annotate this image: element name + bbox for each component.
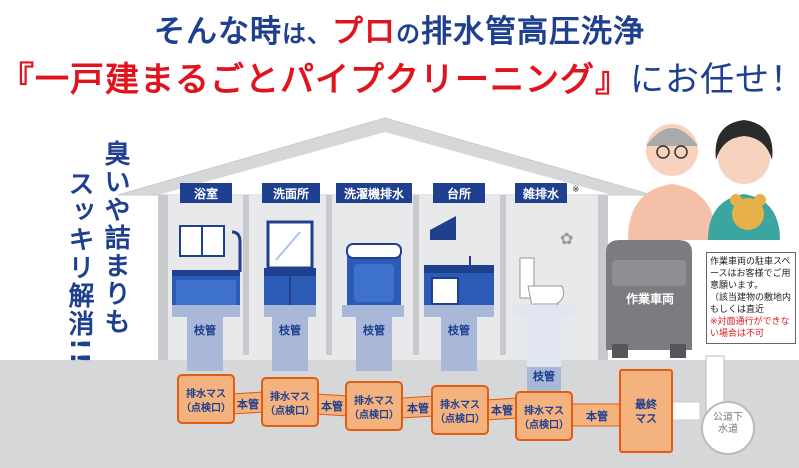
public-sewer bbox=[701, 355, 755, 455]
side-slogan-col2: スッキリ解消!! bbox=[64, 170, 94, 366]
headline-text: プロ bbox=[332, 14, 396, 50]
final-basin-label-box: 最終マス bbox=[635, 398, 657, 425]
headline-line2: 『一戸建まるごとパイプクリーニング』にお任せ！ bbox=[0, 52, 799, 101]
basin-label: 排水マス bbox=[270, 390, 310, 403]
headline-text: 排水管高圧洗浄 bbox=[421, 14, 645, 50]
basin-sub: （点検口） bbox=[181, 401, 231, 414]
flower-icon: ✿ bbox=[560, 229, 573, 248]
note-line2: （該当建物の敷地内もしくは直近 bbox=[710, 293, 792, 315]
bathtub-icon bbox=[172, 225, 242, 310]
kitchen-sink-icon bbox=[424, 216, 494, 310]
basin-labels: 排水マス （点検口） 排水マス （点検口） 排水マス （点検口） 排水マス （点… bbox=[181, 387, 569, 431]
main-pipe-label: 本管 bbox=[586, 409, 608, 423]
branch-pipe-label: 枝管 bbox=[362, 323, 385, 337]
basin-sub: （点検口） bbox=[349, 408, 399, 421]
basin-label: 排水マス bbox=[186, 387, 226, 400]
branch-pipe-label: 枝管 bbox=[278, 323, 301, 337]
public-sewer-label: 公道下水道 bbox=[713, 412, 743, 435]
branch-pipes bbox=[172, 305, 576, 391]
truck-icon bbox=[606, 240, 692, 358]
truck-label: 作業車両 bbox=[626, 291, 674, 306]
branch-pipe-label: 枝管 bbox=[193, 323, 216, 337]
headline-text: にお任せ！ bbox=[630, 60, 799, 100]
basin-label: 排水マス bbox=[440, 398, 480, 411]
room-label-kitchen bbox=[433, 183, 485, 203]
headline-text: は、 bbox=[282, 20, 332, 48]
basin-sub: （点検口） bbox=[519, 418, 569, 431]
room-label-bath bbox=[180, 183, 232, 203]
drain-basins bbox=[177, 369, 673, 453]
note-warning: ※対面通行ができない場合は不可 bbox=[710, 317, 790, 339]
main-pipe bbox=[231, 391, 701, 427]
room-label-text: 洗濯機排水 bbox=[344, 186, 405, 201]
room-label-text: 洗面所 bbox=[273, 186, 309, 201]
main-pipe-label: 本管 bbox=[491, 403, 513, 417]
final-basin-label: 最終マス bbox=[635, 398, 657, 425]
headline-text: そんな時 bbox=[154, 14, 282, 50]
main-pipe-label: 本管 bbox=[407, 401, 429, 415]
room-labels bbox=[180, 183, 567, 203]
couple-illustration bbox=[628, 120, 780, 240]
room-label-misc bbox=[515, 183, 567, 203]
basin-sub: （点検口） bbox=[265, 404, 315, 417]
basin-sub: （点検口） bbox=[435, 412, 485, 425]
public-sewer-label-box: 公道下水道 bbox=[713, 412, 743, 435]
branch-pipe-label: 枝管 bbox=[532, 369, 555, 383]
vanity-icon bbox=[264, 220, 316, 310]
side-slogan-col1: 臭いや詰まりも bbox=[100, 140, 130, 336]
note-line1: 作業車両の駐車スペースはお客様でご用意願います。 bbox=[710, 257, 791, 291]
headline-product-name: 『一戸建まるごとパイプクリーニング』 bbox=[0, 60, 630, 100]
parking-note: 作業車両の駐車スペースはお客様でご用意願います。 （該当建物の敷地内もしくは直近… bbox=[706, 252, 796, 344]
main-pipe-label: 本管 bbox=[237, 397, 259, 411]
main-pipe-label: 本管 bbox=[321, 399, 343, 413]
branch-pipe-label: 枝管 bbox=[447, 323, 470, 337]
basin-label: 排水マス bbox=[524, 404, 564, 417]
room-label-text: 雑排水 bbox=[522, 186, 560, 201]
room-label-laundry bbox=[336, 183, 412, 203]
note-mark: ※ bbox=[572, 185, 580, 195]
room-label-text: 台所 bbox=[447, 186, 471, 201]
headline-line1: そんな時は、プロの排水管高圧洗浄 bbox=[0, 6, 799, 51]
room-label-washroom bbox=[262, 183, 320, 203]
basin-label: 排水マス bbox=[354, 394, 394, 407]
headline-text: の bbox=[396, 20, 421, 48]
washing-machine-icon bbox=[346, 243, 402, 310]
room-label-text: 浴室 bbox=[194, 186, 218, 201]
